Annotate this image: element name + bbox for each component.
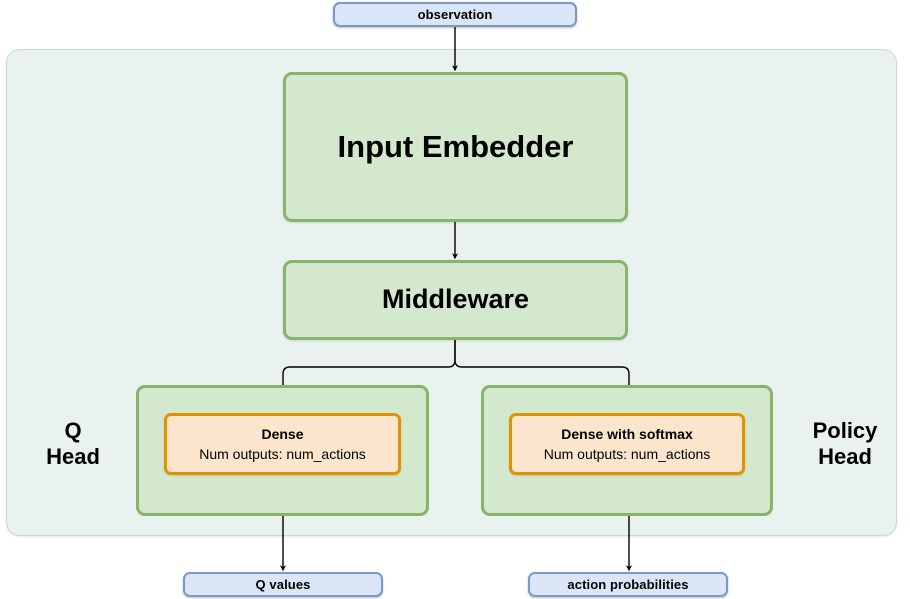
- action-probabilities-output-box: action probabilities: [528, 572, 728, 597]
- observation-label: observation: [417, 7, 493, 22]
- q-head-label-line2: Head: [46, 444, 100, 470]
- q-head-dense-box: Dense Num outputs: num_actions: [164, 413, 401, 475]
- policy-head-label-line1: Policy: [812, 418, 878, 443]
- middleware-box: Middleware: [283, 260, 628, 340]
- observation-box: observation: [333, 2, 577, 27]
- policy-head-dense-title: Dense with softmax: [561, 425, 693, 442]
- policy-head-side-label: Policy Head: [790, 418, 900, 471]
- policy-head-dense-sub: Num outputs: num_actions: [543, 446, 711, 462]
- q-values-output-box: Q values: [183, 572, 383, 597]
- q-head-dense-title: Dense: [261, 425, 304, 442]
- policy-head-dense-box: Dense with softmax Num outputs: num_acti…: [509, 413, 745, 475]
- input-embedder-label: Input Embedder: [337, 128, 574, 164]
- q-head-label-line1: Q: [64, 418, 82, 443]
- action-probabilities-label: action probabilities: [567, 577, 689, 592]
- policy-head-label-line2: Head: [818, 444, 872, 470]
- q-head-dense-sub: Num outputs: num_actions: [199, 446, 366, 462]
- q-values-label: Q values: [255, 577, 311, 592]
- middleware-label: Middleware: [381, 284, 530, 315]
- input-embedder-box: Input Embedder: [283, 72, 628, 222]
- q-head-side-label: Q Head: [26, 418, 120, 471]
